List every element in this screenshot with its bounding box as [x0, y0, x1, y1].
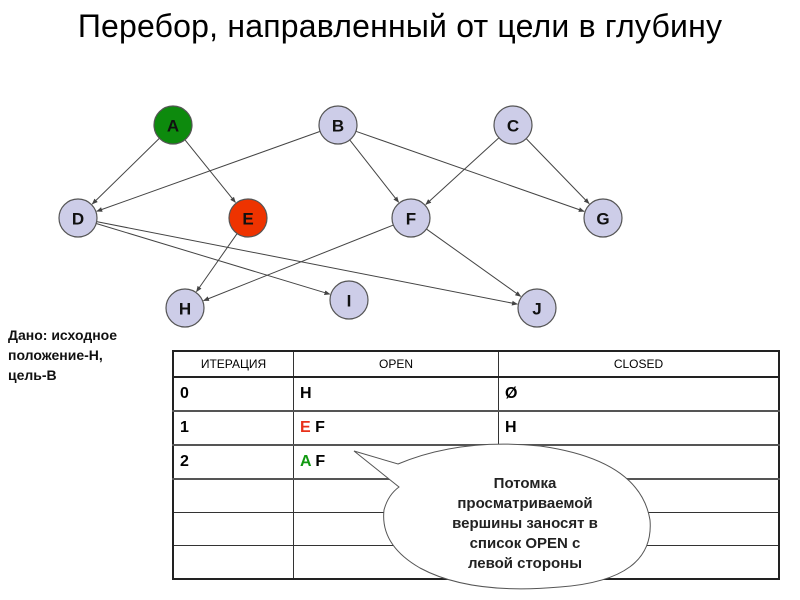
node-label: J [532, 300, 541, 319]
node-circle [583, 198, 623, 238]
edge-b-f [349, 139, 400, 203]
node-h: H [165, 288, 205, 328]
callout-line: просматриваемой [457, 495, 593, 512]
table-row: 1 E F H [172, 410, 780, 446]
given-line: Дано: исходное [8, 327, 118, 343]
edge-a-d [91, 137, 160, 205]
speech-bubble-text: Потомка просматриваемой вершины заносят … [385, 474, 665, 574]
callout-line: левой стороны [467, 555, 583, 572]
node-circle [165, 288, 205, 328]
node-f: F [391, 198, 431, 238]
node-label: B [332, 117, 344, 136]
edge-b-g [355, 130, 585, 212]
header-closed: CLOSED [498, 350, 780, 378]
cell-closed: H [498, 410, 780, 446]
cell-iteration: 0 [172, 376, 294, 412]
node-circle [228, 198, 268, 238]
table-header-row: ИТЕРАЦИЯ OPEN CLOSED [172, 350, 780, 378]
edge-d-j [96, 221, 518, 306]
node-g: G [583, 198, 623, 238]
node-label: A [167, 117, 179, 136]
node-circle [58, 198, 98, 238]
node-d: D [58, 198, 98, 238]
edge-b-d [96, 130, 321, 212]
node-label: D [72, 210, 84, 229]
open-rest: F [310, 453, 326, 470]
node-b: B [318, 105, 358, 145]
table-row: 0 H Ø [172, 376, 780, 412]
node-e: E [228, 198, 268, 238]
edge-f-h [203, 224, 394, 302]
slide-title: Перебор, направленный от цели в глубину [77, 8, 723, 44]
header-iteration: ИТЕРАЦИЯ [172, 350, 294, 378]
cell-iteration: 1 [172, 410, 294, 446]
node-label: I [347, 292, 352, 311]
node-label: H [179, 300, 191, 319]
open-rest: F [310, 419, 325, 436]
cell-open: H [293, 376, 499, 412]
node-circle [493, 105, 533, 145]
node-circle [153, 105, 193, 145]
edge-c-f [425, 137, 500, 205]
open-rest: H [300, 385, 312, 402]
node-label: E [242, 210, 253, 229]
cell-open: E F [293, 410, 499, 446]
callout-line: Потомка [493, 475, 557, 492]
edge-d-i [96, 223, 331, 295]
graph-diagram: A B C D E F G H I J [58, 105, 623, 328]
node-circle [517, 288, 557, 328]
node-c: C [493, 105, 533, 145]
header-open: OPEN [293, 350, 499, 378]
node-label: G [596, 210, 609, 229]
open-highlight: E [300, 419, 311, 436]
edge-f-j [426, 228, 522, 297]
cell-iteration [172, 478, 294, 513]
open-highlight: A [300, 453, 311, 470]
cell-iteration [172, 512, 294, 546]
cell-closed: Ø [498, 376, 780, 412]
edges-layer [91, 130, 590, 306]
node-j: J [517, 288, 557, 328]
callout-line: список OPEN с [469, 535, 581, 552]
node-label: F [406, 210, 416, 229]
given-line: цель-В [8, 367, 57, 383]
given-line: положение-Н, [8, 347, 103, 363]
node-circle [329, 280, 369, 320]
given-conditions: Дано: исходное положение-Н, цель-В [8, 325, 117, 385]
node-a: A [153, 105, 193, 145]
node-i: I [329, 280, 369, 320]
cell-iteration [172, 545, 294, 580]
cell-iteration: 2 [172, 444, 294, 480]
node-label: C [507, 117, 519, 136]
edge-c-g [525, 138, 590, 205]
node-circle [391, 198, 431, 238]
callout-line: вершины заносят в [452, 515, 598, 532]
edge-e-h [196, 233, 238, 293]
nodes-layer: A B C D E F G H I J [58, 105, 623, 328]
node-circle [318, 105, 358, 145]
